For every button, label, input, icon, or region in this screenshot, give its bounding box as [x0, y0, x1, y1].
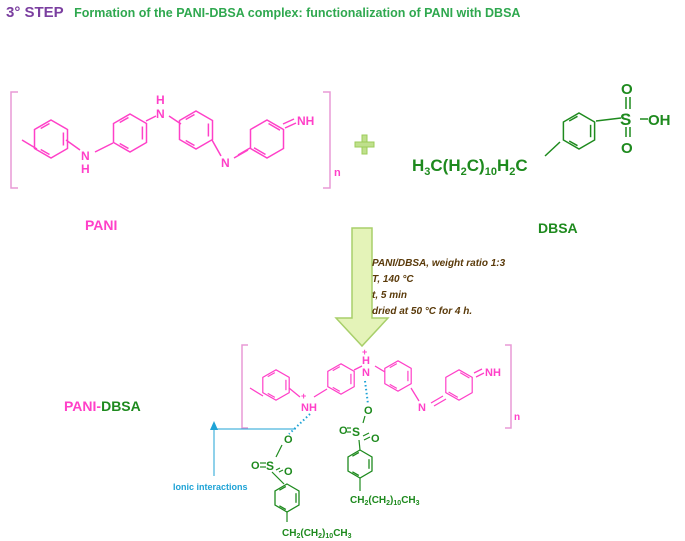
pani-structure: n N H H N N NH [10, 91, 341, 189]
dopant2-o-right: O [371, 433, 380, 445]
step-number: 3° STEP [6, 4, 64, 21]
diagram-title: Formation of the PANI-DBSA complex: func… [74, 6, 521, 20]
dopant-left: O O S O CH2(CH2)10CH3 [251, 434, 352, 540]
header: 3° STEP Formation of the PANI-DBSA compl… [6, 4, 520, 22]
condition-time: t, 5 min [372, 290, 408, 301]
dopant2-o-left: O [339, 425, 348, 437]
ionic-interactions-label: Ionic interactions [173, 482, 248, 492]
dbsa-s: S [620, 110, 631, 129]
complex-structure: n + NH + H N N NH [241, 344, 520, 429]
dopant1-o-link: O [284, 434, 293, 446]
dopant1-s: S [266, 459, 274, 473]
complex-label: PANI-DBSA [64, 398, 141, 414]
reaction-conditions: PANI/DBSA, weight ratio 1:3 T, 140 °C t,… [372, 256, 505, 320]
condition-ratio: PANI/DBSA, weight ratio 1:3 [372, 258, 506, 269]
pani-n-1: N [81, 149, 90, 163]
dbsa-o-top: O [621, 81, 633, 98]
dbsa-label: DBSA [538, 220, 578, 236]
dbsa-formula: H3C(H2C)10H2C [412, 156, 528, 178]
complex-nh-1: NH [301, 402, 317, 414]
complex-nh-end: NH [485, 367, 501, 379]
complex-subscript-n: n [514, 412, 520, 423]
condition-temperature: T, 140 °C [372, 274, 414, 285]
plus-icon [354, 134, 375, 155]
reaction-arrow [334, 227, 390, 348]
dopant1-o-left: O [251, 460, 260, 472]
dopant2-s: S [352, 425, 360, 439]
complex-bracket-left [241, 344, 248, 429]
dopant2-o-link: O [364, 405, 373, 417]
dopant1-tail: CH2(CH2)10CH3 [282, 528, 352, 540]
dopant-right: O O S O CH2(CH2)10CH3 [339, 405, 420, 507]
dbsa-structure: H3C(H2C)10H2C O S O OH [412, 81, 671, 178]
complex-label-pani: PANI- [64, 398, 102, 414]
pani-n-2: N [156, 107, 165, 121]
dbsa-oh: OH [648, 112, 671, 129]
complex-n-2: N [362, 367, 370, 379]
ionic-interactions [210, 380, 369, 476]
dopant1-o-right: O [284, 466, 293, 478]
pani-label: PANI [85, 217, 118, 233]
pani-h-2: H [156, 93, 165, 107]
complex-plus-1: + [301, 391, 306, 401]
pani-bracket-right [323, 91, 331, 189]
pani-n-3: N [221, 156, 230, 170]
complex-h-2: H [362, 355, 370, 367]
pani-nh-end: NH [297, 114, 314, 128]
pani-subscript-n: n [334, 167, 341, 179]
complex-n-3: N [418, 402, 426, 414]
pani-h-1: H [81, 162, 90, 176]
pani-bracket-left [10, 91, 18, 189]
dopant2-tail: CH2(CH2)10CH3 [350, 495, 420, 507]
complex-bracket-right [505, 344, 512, 429]
dbsa-o-bottom: O [621, 140, 633, 157]
condition-drying: dried at 50 °C for 4 h. [372, 306, 473, 317]
ionic-pointer-arrowhead [210, 421, 218, 430]
complex-label-dbsa: DBSA [101, 398, 141, 414]
complex-plus-2: + [362, 347, 367, 357]
